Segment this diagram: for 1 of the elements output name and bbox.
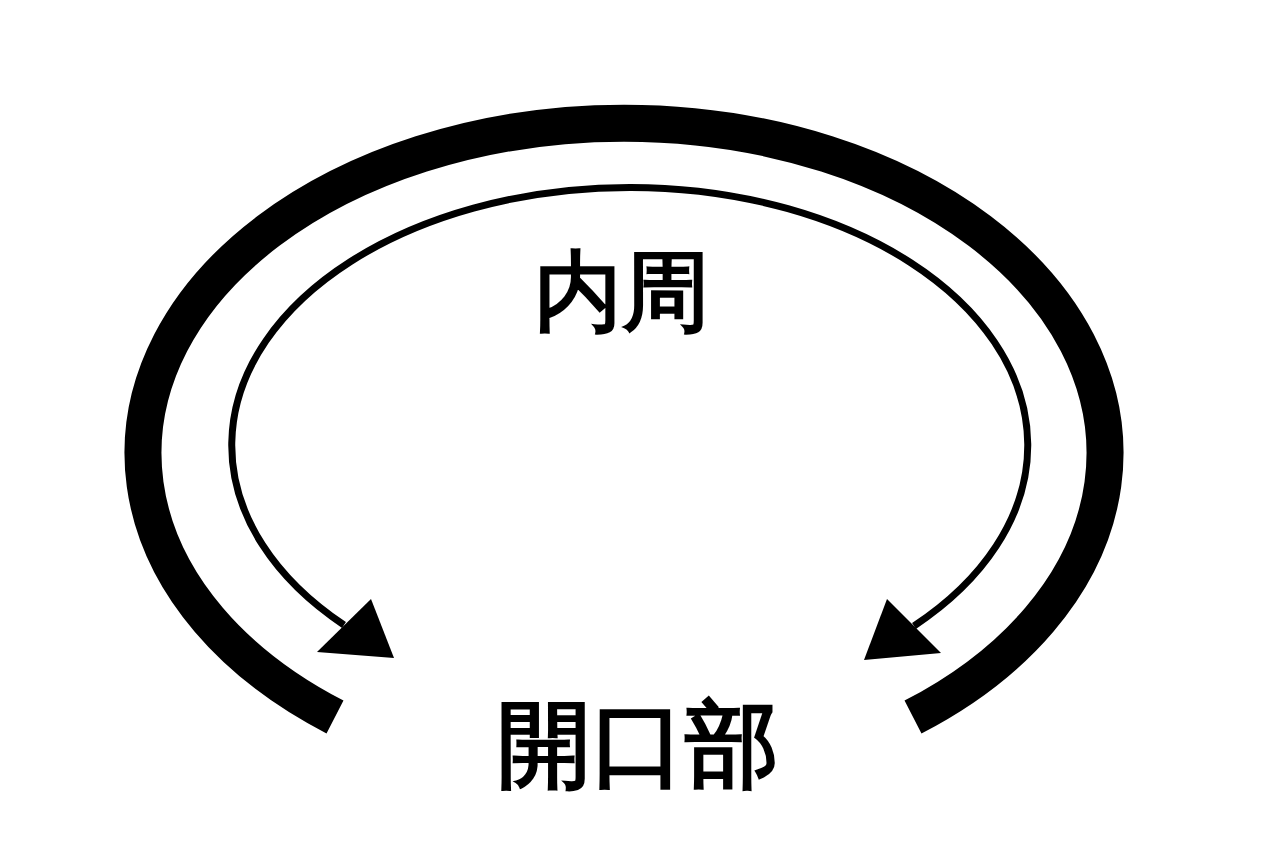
label-text: 内周 bbox=[534, 248, 710, 336]
